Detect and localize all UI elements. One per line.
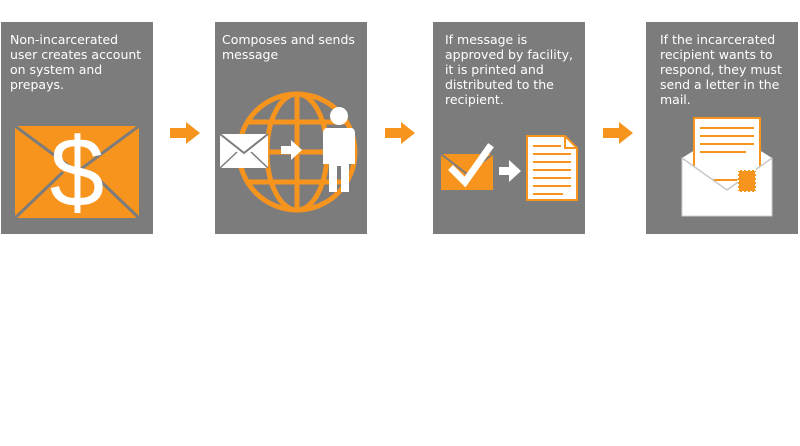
step-panel-4: If the incarcerated recipient wants to r… [646,22,798,234]
step-panel-3: If message is approved by facility, it i… [433,22,585,234]
step-panel-1: $ Non-incarcerated user creates account … [1,22,153,234]
arrow-right-icon [385,122,415,144]
globe-envelope-person-icon [219,91,358,213]
arrow-right-icon [603,122,633,144]
step-panel-2: Composes and sends message [215,22,367,234]
approved-envelope-to-document-icon [440,135,578,201]
svg-text:$: $ [50,117,105,227]
dollar-envelope-icon: $ [13,117,141,227]
letter-envelope-icon [681,117,773,217]
step-text-3: If message is approved by facility, it i… [445,32,573,107]
step-text-1: Non-incarcerated user creates account on… [10,32,142,92]
arrow-right-icon [170,122,200,144]
step-text-4: If the incarcerated recipient wants to r… [660,32,782,107]
step-text-2: Composes and sends message [222,32,355,62]
